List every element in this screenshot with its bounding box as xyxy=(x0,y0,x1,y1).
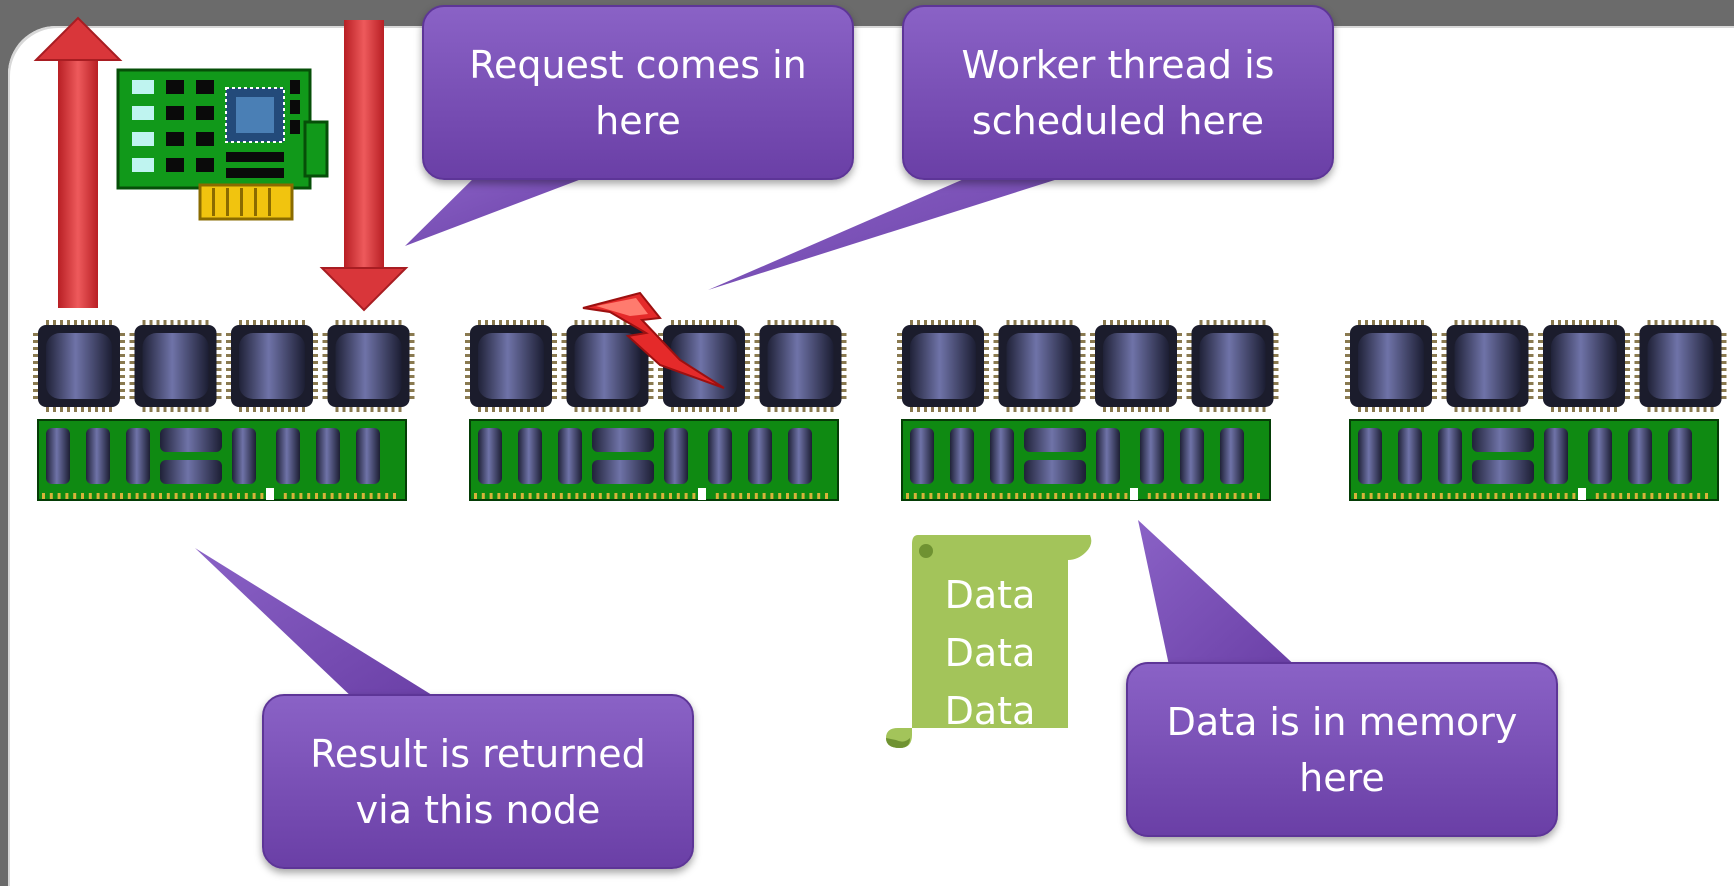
cpu-chip-icon xyxy=(1090,320,1182,412)
callout-request-line2: here xyxy=(595,98,681,143)
cpu-chip-icon xyxy=(1441,320,1534,412)
lightning-icon xyxy=(582,291,725,389)
data-line: Data xyxy=(944,573,1036,617)
cpu-chip-icon xyxy=(993,320,1086,412)
arrow-up-icon xyxy=(33,16,123,308)
cpu-chip-icon xyxy=(754,320,847,412)
callout-worker-line1: Worker thread is xyxy=(961,42,1275,87)
tail-result xyxy=(195,548,440,700)
arrow-down-icon xyxy=(319,20,409,312)
cpu-chip-icon xyxy=(465,320,557,412)
cpu-chip-icon xyxy=(1345,320,1437,412)
data-line: Data xyxy=(944,631,1036,675)
callout-memory-line2: here xyxy=(1299,755,1385,800)
cpu-chip-icon xyxy=(226,320,318,412)
compute-node xyxy=(897,320,1279,501)
callout-result-line2: via this node xyxy=(355,787,601,832)
tail-worker xyxy=(708,172,1080,290)
callout-worker-line2: scheduled here xyxy=(971,98,1265,143)
data-line: Data xyxy=(944,689,1036,733)
cpu-chip-icon xyxy=(658,320,750,412)
memory-module-icon xyxy=(469,419,839,501)
callout-result: Result is returned via this node xyxy=(262,694,694,869)
callout-request: Request comes in here xyxy=(422,5,854,180)
callout-memory-line1: Data is in memory xyxy=(1166,699,1518,744)
memory-module-icon xyxy=(37,419,407,501)
compute-node xyxy=(1345,320,1727,501)
cpu-chip-icon xyxy=(322,320,415,412)
tail-request xyxy=(405,172,600,246)
cpu-chip-icon xyxy=(33,320,125,412)
cpu-chip-icon xyxy=(1538,320,1630,412)
callout-result-line1: Result is returned xyxy=(310,731,646,776)
data-scroll-text: Data Data Data xyxy=(920,568,1060,738)
callout-worker: Worker thread is scheduled here xyxy=(902,5,1334,180)
scroll-icon xyxy=(886,535,1092,748)
cpu-chip-icon xyxy=(129,320,222,412)
tail-memory xyxy=(1138,520,1300,670)
callout-request-line1: Request comes in xyxy=(469,42,807,87)
nodes-layer xyxy=(33,320,1727,501)
cpu-chip-icon xyxy=(1186,320,1279,412)
cpu-chip-icon xyxy=(1634,320,1727,412)
callout-memory: Data is in memory here xyxy=(1126,662,1558,837)
cpu-chip-icon xyxy=(897,320,989,412)
network-card-icon xyxy=(116,68,329,221)
compute-node xyxy=(33,320,415,501)
callout-tails xyxy=(195,172,1300,700)
memory-module-icon xyxy=(1349,419,1719,501)
memory-module-icon xyxy=(901,419,1271,501)
